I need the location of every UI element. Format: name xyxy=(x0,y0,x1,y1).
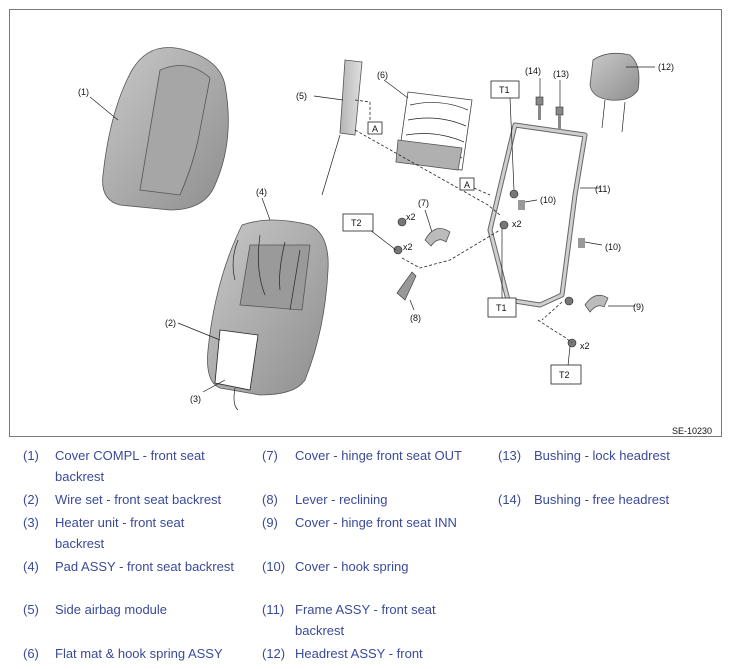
torque-label-t1-bottom: T1 xyxy=(496,303,507,313)
legend-num: (9) xyxy=(262,515,278,530)
torque-box-t1-top xyxy=(490,80,520,99)
qty-label-4: x2 xyxy=(580,341,590,351)
callout-8: (8) xyxy=(410,313,421,323)
legend-num: (5) xyxy=(23,602,39,617)
figure-code: SE-10230 xyxy=(672,426,712,436)
torque-box-t2-left xyxy=(342,213,374,232)
torque-box-t2-bottom xyxy=(550,364,582,385)
legend-text: Headrest ASSY - front xyxy=(295,646,423,661)
callout-1: (1) xyxy=(78,87,89,97)
bolts xyxy=(393,189,577,348)
callout-14: (14) xyxy=(525,66,541,76)
callout-9: (9) xyxy=(633,302,644,312)
diagram-canvas: (1) (2) (3) (4) (5) (6) (7) (8) (9) (10)… xyxy=(78,47,712,436)
ref-label-a-1: A xyxy=(372,124,378,134)
legend-text: Side airbag module xyxy=(55,602,168,617)
torque-box-t1-bottom xyxy=(487,297,517,318)
legend-text: Cover - hook spring xyxy=(295,559,409,574)
legend-text: Pad ASSY - front seat backrest xyxy=(55,559,234,574)
callout-5: (5) xyxy=(296,91,307,101)
part-headrest xyxy=(589,52,640,133)
part-flat-mat xyxy=(395,91,473,171)
legend-text: Heater unit - front seat backrest xyxy=(55,515,185,551)
part-hinge-covers xyxy=(396,200,609,313)
qty-label-2: x2 xyxy=(403,242,413,252)
callout-3: (3) xyxy=(190,394,201,404)
callout-2: (2) xyxy=(165,318,176,328)
legend-text: Cover - hinge front seat OUT xyxy=(295,448,462,463)
callout-4: (4) xyxy=(256,187,267,197)
callout-10b: (10) xyxy=(605,242,621,252)
leader-lines xyxy=(89,66,655,393)
callout-13: (13) xyxy=(553,69,569,79)
torque-label-t1-top: T1 xyxy=(499,85,510,95)
ref-box-a-2 xyxy=(459,177,475,191)
part-side-airbag xyxy=(321,59,363,196)
legend-text: Frame ASSY - front seat backrest xyxy=(295,602,436,638)
legend-text: Flat mat & hook spring ASSY xyxy=(55,646,223,661)
torque-label-t2-bottom: T2 xyxy=(559,370,570,380)
torque-label-t2-left: T2 xyxy=(351,218,362,228)
qty-label-1: x2 xyxy=(406,212,416,222)
legend-num: (11) xyxy=(262,602,285,617)
part-frame-assy xyxy=(487,122,588,308)
callout-10a: (10) xyxy=(540,195,556,205)
ref-label-a-2: A xyxy=(464,180,470,190)
legend-text: Bushing - lock headrest xyxy=(534,448,670,463)
legend-num: (4) xyxy=(23,559,39,574)
legend-num: (6) xyxy=(23,646,39,661)
legend-num: (10) xyxy=(262,559,286,574)
part-cover-backrest xyxy=(102,47,229,211)
legend-num: (14) xyxy=(498,492,522,507)
callout-7: (7) xyxy=(418,198,429,208)
legend-text: Bushing - free headrest xyxy=(534,492,670,507)
legend-num: (8) xyxy=(262,492,278,507)
parts-legend: (1) Cover COMPL - front seat backrest (7… xyxy=(0,440,732,669)
legend-text: Lever - reclining xyxy=(295,492,388,507)
ref-box-a-1 xyxy=(367,121,383,135)
callout-6: (6) xyxy=(377,70,388,80)
qty-label-3: x2 xyxy=(512,219,522,229)
legend-num: (12) xyxy=(262,646,286,661)
part-heater-unit xyxy=(214,329,259,411)
legend-num: (1) xyxy=(23,448,39,463)
legend-num: (2) xyxy=(23,492,39,507)
legend-num: (13) xyxy=(498,448,522,463)
callout-12: (12) xyxy=(658,62,674,72)
exploded-diagram: (1) (2) (3) (4) (5) (6) (7) (8) (9) (10)… xyxy=(9,9,722,437)
callout-11: (11) xyxy=(595,184,610,194)
legend-num: (7) xyxy=(262,448,278,463)
part-bushings xyxy=(535,96,564,130)
legend-text: Wire set - front seat backrest xyxy=(55,492,222,507)
legend-text: Cover - hinge front seat INN xyxy=(295,515,457,530)
legend-text: Cover COMPL - front seat backrest xyxy=(55,448,205,484)
legend-num: (3) xyxy=(23,515,39,530)
